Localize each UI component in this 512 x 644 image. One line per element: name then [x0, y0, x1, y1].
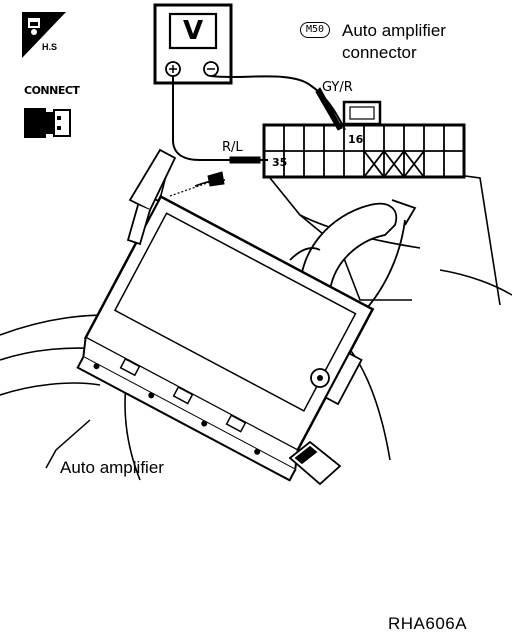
- connector-title-line1: Auto amplifier: [342, 21, 446, 40]
- voltmeter-display: V: [182, 16, 204, 46]
- amplifier-connector: [262, 100, 466, 179]
- amplifier-plug: [288, 440, 342, 486]
- amplifier-screw: [310, 368, 330, 388]
- hs-icon-label: H.S: [42, 42, 58, 52]
- connector-title: Auto amplifier connector: [342, 20, 446, 64]
- label-leader: [45, 419, 91, 469]
- wire-color-gy-r: GY/R: [322, 80, 353, 95]
- hs-icon: [22, 12, 66, 58]
- pin-16-label: 16: [348, 133, 364, 146]
- connector-id-badge: M50: [300, 22, 331, 38]
- wire-color-r-l: R/L: [222, 140, 243, 155]
- connect-icon-label: CONNECT: [24, 84, 80, 97]
- figure-code: RHA606A: [388, 614, 468, 633]
- amplifier-bracket: [126, 148, 177, 246]
- connector-title-line2: connector: [342, 43, 417, 62]
- probe-tips: [207, 87, 343, 187]
- voltmeter: [153, 3, 233, 85]
- pin-35-label: 35: [272, 156, 288, 169]
- auto-amplifier-label: Auto amplifier: [60, 458, 164, 477]
- connector-plug-icon: [24, 108, 71, 138]
